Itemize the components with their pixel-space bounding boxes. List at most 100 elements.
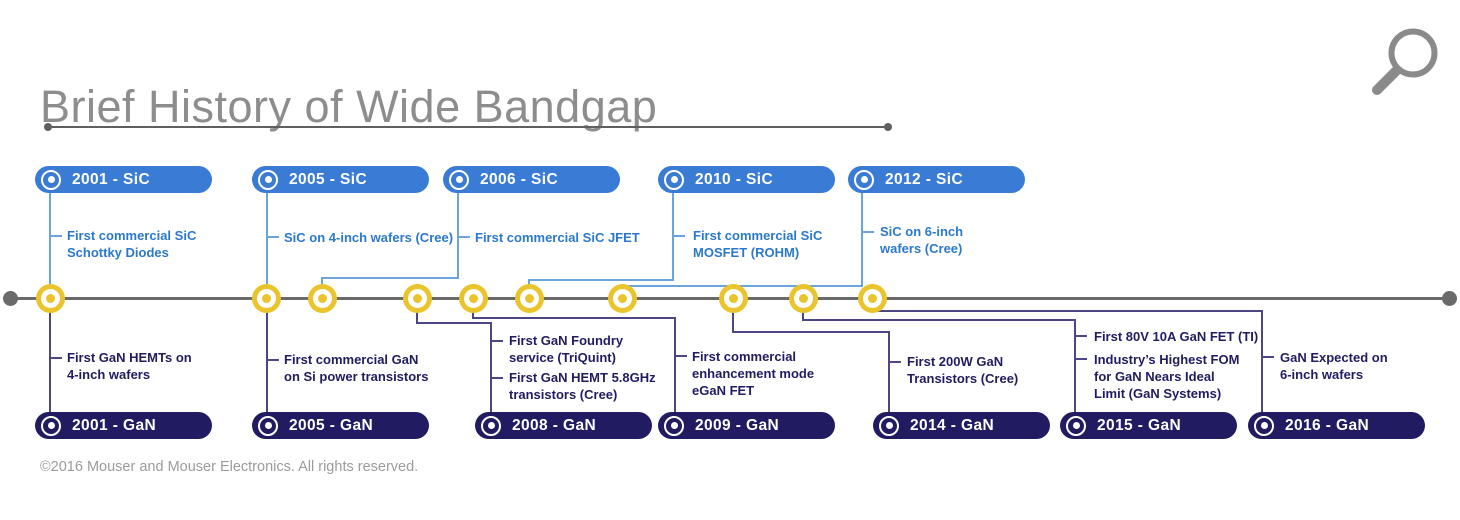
badge-label: 2009 - GaN <box>695 416 780 434</box>
badge-2006-sic: 2006 - SiC <box>443 166 620 193</box>
badge-2005-gan: 2005 - GaN <box>252 412 429 439</box>
target-icon <box>879 415 899 436</box>
event-desc-2009-gan: First commercial enhancement mode eGaN F… <box>692 349 815 398</box>
event-desc-2015-gan-1: First 80V 10A GaN FET (TI) <box>1094 329 1259 344</box>
timeline-marker-2012 <box>608 284 637 313</box>
connector-line-2008-gan-run <box>416 322 492 324</box>
title-underline-right-dot <box>884 123 892 131</box>
target-icon <box>258 415 278 436</box>
timeline-marker-2014 <box>719 284 748 313</box>
event-desc-2001-sic: First commercial SiC Schottky Diodes <box>67 228 197 260</box>
page-title: Brief History of Wide Bandgap <box>40 81 658 133</box>
connector-dash-2014-gan <box>889 361 901 363</box>
target-icon <box>481 415 501 436</box>
connector-line-2012-sic-drop <box>861 192 863 286</box>
connector-line-2015-gan-run <box>802 319 1076 321</box>
connector-line-2014-gan-drop <box>888 331 890 412</box>
event-desc-2008-gan-1: First GaN Foundry service (TriQuint) <box>509 333 624 365</box>
connector-line-2015-gan-drop <box>1074 319 1076 412</box>
badge-label: 2012 - SiC <box>885 170 964 188</box>
connector-line-2006-sic-drop <box>457 192 459 278</box>
connector-line-2014-gan-run <box>732 331 890 333</box>
connector-dash-2012-sic <box>862 231 874 233</box>
connector-dash-2005-gan <box>267 359 279 361</box>
badge-label: 2016 - GaN <box>1285 416 1370 434</box>
copyright-text: ©2016 Mouser and Mouser Electronics. All… <box>40 459 419 475</box>
connector-dash-2009-gan <box>675 355 687 357</box>
title-underline <box>48 126 888 128</box>
badge-label: 2015 - GaN <box>1097 416 1182 434</box>
connector-dash-2006-sic <box>458 236 470 238</box>
badge-2015-gan: 2015 - GaN <box>1060 412 1237 439</box>
target-icon <box>258 169 278 190</box>
event-desc-2016-gan: GaN Expected on 6-inch wafers <box>1280 350 1388 382</box>
badge-label: 2005 - SiC <box>289 170 368 188</box>
timeline-marker-2008a <box>403 284 432 313</box>
badge-2008-gan: 2008 - GaN <box>475 412 652 439</box>
event-desc-2005-sic: SiC on 4-inch wafers (Cree) <box>284 230 454 245</box>
timeline-marker-2009 <box>459 284 488 313</box>
title-underline-left-dot <box>44 123 52 131</box>
badge-label: 2006 - SiC <box>480 170 559 188</box>
badge-label: 2001 - SiC <box>72 170 151 188</box>
badge-2014-gan: 2014 - GaN <box>873 412 1050 439</box>
badge-2001-sic: 2001 - SiC <box>35 166 212 193</box>
timeline-marker-2005 <box>252 284 281 313</box>
connector-dash-2005-sic <box>267 236 279 238</box>
connector-line-2005-gan <box>266 298 268 412</box>
badge-2012-sic: 2012 - SiC <box>848 166 1025 193</box>
connector-line-2009-gan-run <box>472 317 676 319</box>
connector-line-2009-gan-drop <box>674 317 676 412</box>
badge-label: 2005 - GaN <box>289 416 374 434</box>
event-desc-2008-gan-2: First GaN HEMT 5.8GHz transistors (Cree) <box>509 370 656 402</box>
connector-dash-2001-gan <box>50 357 62 359</box>
connector-line-2001-sic <box>49 192 51 298</box>
badge-2005-sic: 2005 - SiC <box>252 166 429 193</box>
badge-label: 2010 - SiC <box>695 170 774 188</box>
target-icon <box>449 169 469 190</box>
timeline-marker-2001 <box>36 284 65 313</box>
target-icon <box>664 169 684 190</box>
event-desc-2015-gan-2: Industry’s Highest FOM for GaN Nears Ide… <box>1094 352 1240 401</box>
connector-dash-2008-gan-2 <box>491 377 503 379</box>
target-icon <box>1066 415 1086 436</box>
connector-line-2016-gan-drop <box>1261 310 1263 412</box>
event-desc-2012-sic: SiC on 6-inch wafers (Cree) <box>880 224 964 256</box>
connector-line-2001-gan <box>49 298 51 412</box>
event-desc-2005-gan: First commercial GaN on Si power transis… <box>284 352 429 384</box>
connector-dash-2015-gan-1 <box>1075 335 1087 337</box>
connector-dash-2016-gan <box>1262 356 1274 358</box>
connector-dash-2015-gan-2 <box>1075 358 1087 360</box>
badge-2016-gan: 2016 - GaN <box>1248 412 1425 439</box>
event-desc-2006-sic: First commercial SiC JFET <box>475 230 640 245</box>
connector-line-2010-sic-run <box>528 279 674 281</box>
magnifier-icon[interactable] <box>1365 13 1457 105</box>
target-icon <box>854 169 874 190</box>
badge-label: 2001 - GaN <box>72 416 157 434</box>
target-icon <box>1254 415 1274 436</box>
timeline-marker-2015 <box>789 284 818 313</box>
timeline-end-dot <box>1442 291 1457 306</box>
connector-line-2006-sic-run <box>321 277 459 279</box>
target-icon <box>41 169 61 190</box>
event-desc-2001-gan: First GaN HEMTs on 4-inch wafers <box>67 350 192 382</box>
badge-2009-gan: 2009 - GaN <box>658 412 835 439</box>
badge-2001-gan: 2001 - GaN <box>35 412 212 439</box>
connector-line-2016-gan-run <box>871 310 1263 312</box>
timeline-marker-2010 <box>515 284 544 313</box>
event-desc-2014-gan: First 200W GaN Transistors (Cree) <box>907 354 1019 386</box>
event-desc-2010-sic: First commercial SiC MOSFET (ROHM) <box>693 228 823 260</box>
timeline-marker-2006 <box>308 284 337 313</box>
badge-label: 2014 - GaN <box>910 416 995 434</box>
target-icon <box>41 415 61 436</box>
timeline-marker-2016 <box>858 284 887 313</box>
connector-dash-2010-sic <box>673 235 685 237</box>
connector-line-2008-gan-drop <box>490 322 492 412</box>
timeline-start-dot <box>3 291 18 306</box>
connector-line-2005-sic <box>266 192 268 298</box>
connector-line-2014-gan-stub <box>732 298 734 333</box>
badge-2010-sic: 2010 - SiC <box>658 166 835 193</box>
connector-dash-2008-gan-1 <box>491 340 503 342</box>
connector-dash-2001-sic <box>50 235 62 237</box>
